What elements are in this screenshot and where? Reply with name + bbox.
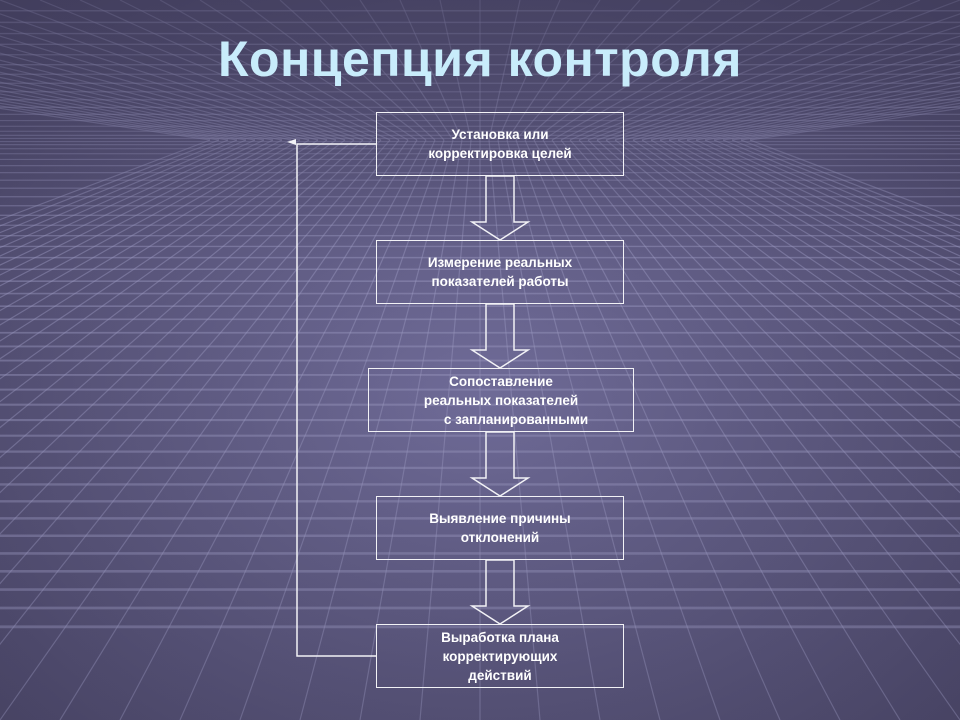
step-box-identify-causes: Выявление причины отклонений	[376, 496, 624, 560]
step-label: Измерение реальных показателей работы	[427, 255, 573, 289]
step-box-measure-performance: Измерение реальных показателей работы	[376, 240, 624, 304]
step-box-set-goals: Установка или корректировка целей	[376, 112, 624, 176]
step-box-compare-with-plan: Сопоставление реальных показателей с зап…	[368, 368, 634, 432]
step-label: Сопоставление реальных показателей с зап…	[423, 373, 589, 427]
step-label: Выявление причины отклонений	[429, 511, 571, 545]
step-label: Выработка плана корректирующих действий	[441, 629, 559, 683]
page-title: Концепция контроля	[218, 31, 742, 87]
step-box-corrective-plan: Выработка плана корректирующих действий	[376, 624, 624, 688]
step-label: Установка или корректировка целей	[428, 127, 572, 161]
